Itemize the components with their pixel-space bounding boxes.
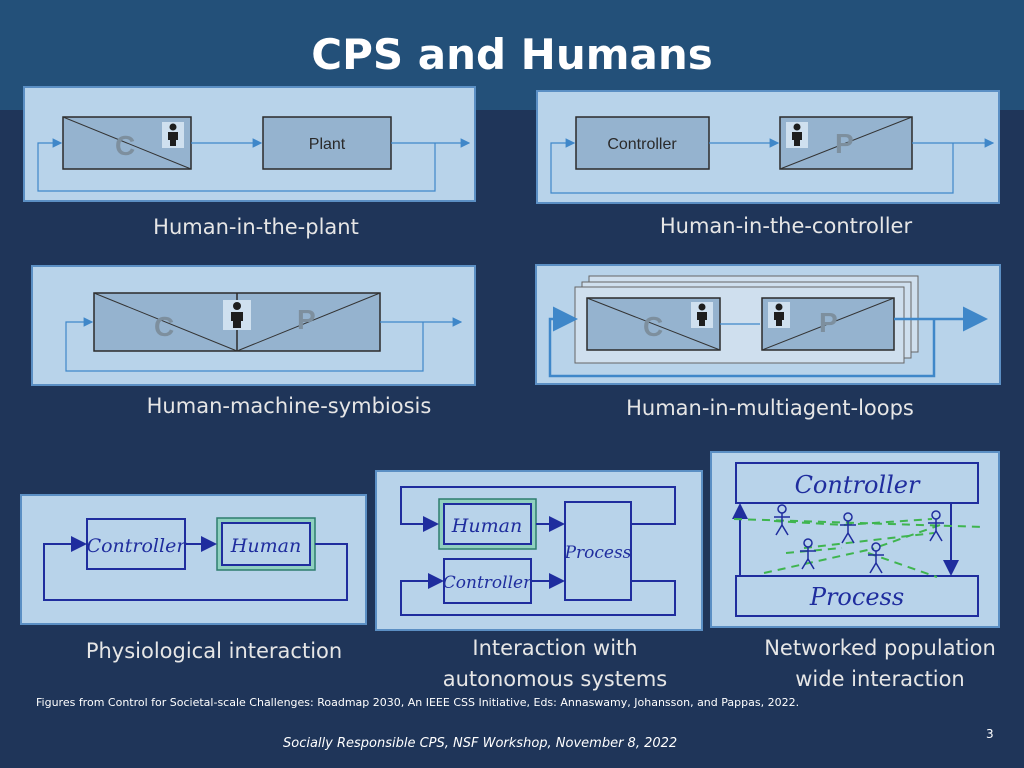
controller-label: Controller	[795, 471, 921, 499]
page-number: 3	[986, 727, 994, 741]
person-icon	[800, 538, 816, 570]
process-box	[564, 501, 632, 601]
caption-autonomous-systems: Interaction with autonomous systems	[405, 633, 705, 695]
diagram-human-in-the-plant: C Plant	[23, 86, 476, 202]
controller-box	[575, 116, 710, 170]
process-label: Process	[809, 583, 904, 611]
person-icon	[691, 302, 713, 328]
human-box	[443, 503, 532, 545]
person-icon	[774, 504, 790, 536]
controller-label: Controller	[443, 573, 532, 593]
person-icon	[162, 122, 184, 148]
person-icon	[928, 510, 944, 542]
caption-physiological-interaction: Physiological interaction	[85, 639, 343, 663]
diagram-networked-population: Controller Process	[710, 451, 1000, 628]
process-box	[735, 575, 979, 617]
c-label: C	[643, 311, 663, 342]
c-label: C	[115, 130, 135, 161]
diagram-human-in-the-controller: Controller P	[536, 90, 1000, 204]
diagram-human-machine-symbiosis: C P	[31, 265, 476, 386]
caption-human-in-multiagent-loops: Human-in-multiagent-loops	[626, 396, 914, 420]
caption-networked-population: Networked population wide interaction	[730, 633, 1024, 695]
person-icon	[786, 122, 808, 148]
human-label: Human	[451, 515, 522, 537]
c-label: C	[154, 311, 174, 342]
person-icon	[840, 512, 856, 544]
process-label: Process	[564, 543, 632, 563]
p-label: P	[835, 128, 854, 159]
plant-label: Plant	[309, 136, 346, 153]
caption-human-in-the-controller: Human-in-the-controller	[659, 214, 913, 238]
caption-line-1: Networked population	[764, 636, 996, 660]
person-icon	[868, 542, 884, 574]
controller-label: Controller	[87, 535, 188, 557]
slide-title: CPS and Humans	[311, 30, 713, 79]
p-label: P	[819, 307, 838, 338]
human-label: Human	[230, 535, 301, 557]
caption-line-2: autonomous systems	[442, 667, 668, 691]
caption-line-2: wide interaction	[795, 667, 965, 691]
person-icon	[768, 302, 790, 328]
diagram-autonomous-systems: Human Controller Process	[375, 470, 703, 631]
caption-human-machine-symbiosis: Human-machine-symbiosis	[146, 394, 432, 418]
controller-box	[735, 462, 979, 504]
footer-text: Socially Responsible CPS, NSF Workshop, …	[283, 736, 678, 751]
person-icon	[223, 300, 251, 330]
controller-label: Controller	[607, 136, 677, 153]
diagram-physiological-interaction: Controller Human	[20, 494, 367, 625]
figure-credit: Figures from Control for Societal-scale …	[36, 696, 800, 709]
p-label: P	[297, 304, 316, 335]
caption-human-in-the-plant: Human-in-the-plant	[153, 215, 359, 239]
human-box	[221, 522, 311, 566]
diagram-human-in-multiagent-loops: C P	[535, 264, 1001, 385]
caption-line-1: Interaction with	[472, 636, 638, 660]
